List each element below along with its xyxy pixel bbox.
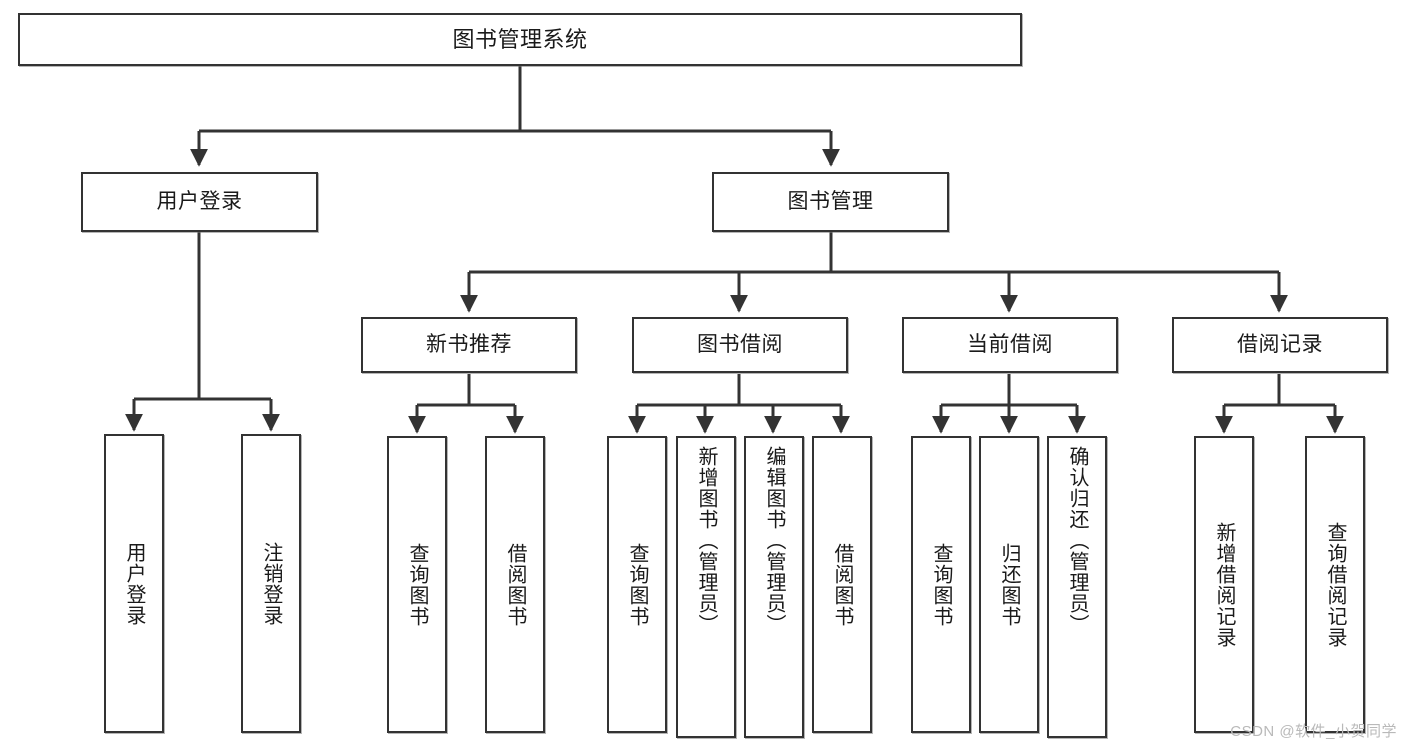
leaf-add-book-label: 新增图书（管理员） [695,446,717,635]
watermark-text: CSDN @软件_小贺同学 [1230,723,1397,740]
node-book-borrow[interactable]: 图书借阅 [632,317,848,373]
node-current-borrow-label: 当前借阅 [967,332,1053,356]
node-book-manage-label: 图书管理 [787,189,874,213]
node-new-book-recommend-label: 新书推荐 [426,332,512,356]
leaf-borrow-book-1-label: 借阅图书 [504,542,526,627]
node-book-borrow-label: 图书借阅 [697,332,783,356]
leaf-edit-book-label: 编辑图书（管理员） [763,446,785,635]
node-root-system[interactable]: 图书管理系统 [18,13,1022,66]
leaf-query-book-3-label: 查询图书 [930,542,952,627]
leaf-return-book[interactable]: 归还图书 [979,436,1039,733]
leaf-query-record-label: 查询借阅记录 [1324,521,1346,648]
node-book-manage[interactable]: 图书管理 [712,172,949,232]
leaf-add-record[interactable]: 新增借阅记录 [1194,436,1254,733]
leaf-query-book-2[interactable]: 查询图书 [607,436,667,733]
leaf-confirm-return-label: 确认归还（管理员） [1066,446,1088,635]
leaf-query-book-2-label: 查询图书 [626,542,648,627]
node-user-login[interactable]: 用户登录 [81,172,318,232]
leaf-user-login-label: 用户登录 [123,541,145,626]
node-borrow-record-label: 借阅记录 [1237,332,1323,356]
leaf-edit-book[interactable]: 编辑图书（管理员） [744,436,804,738]
leaf-query-book-1-label: 查询图书 [406,542,428,627]
node-current-borrow[interactable]: 当前借阅 [902,317,1118,373]
leaf-confirm-return[interactable]: 确认归还（管理员） [1047,436,1107,738]
node-borrow-record[interactable]: 借阅记录 [1172,317,1388,373]
leaf-logout-label: 注销登录 [260,541,282,626]
node-root-system-label: 图书管理系统 [452,26,588,52]
leaf-logout[interactable]: 注销登录 [241,434,301,733]
leaf-add-book[interactable]: 新增图书（管理员） [676,436,736,738]
leaf-return-book-label: 归还图书 [998,542,1020,627]
node-user-login-label: 用户登录 [156,189,243,213]
leaf-query-book-3[interactable]: 查询图书 [911,436,971,733]
leaf-borrow-book-2-label: 借阅图书 [831,542,853,627]
leaf-borrow-book-2[interactable]: 借阅图书 [812,436,872,733]
leaf-query-book-1[interactable]: 查询图书 [387,436,447,733]
leaf-borrow-book-1[interactable]: 借阅图书 [485,436,545,733]
node-new-book-recommend[interactable]: 新书推荐 [361,317,577,373]
leaf-add-record-label: 新增借阅记录 [1213,521,1235,648]
leaf-user-login[interactable]: 用户登录 [104,434,164,733]
leaf-query-record[interactable]: 查询借阅记录 [1305,436,1365,733]
